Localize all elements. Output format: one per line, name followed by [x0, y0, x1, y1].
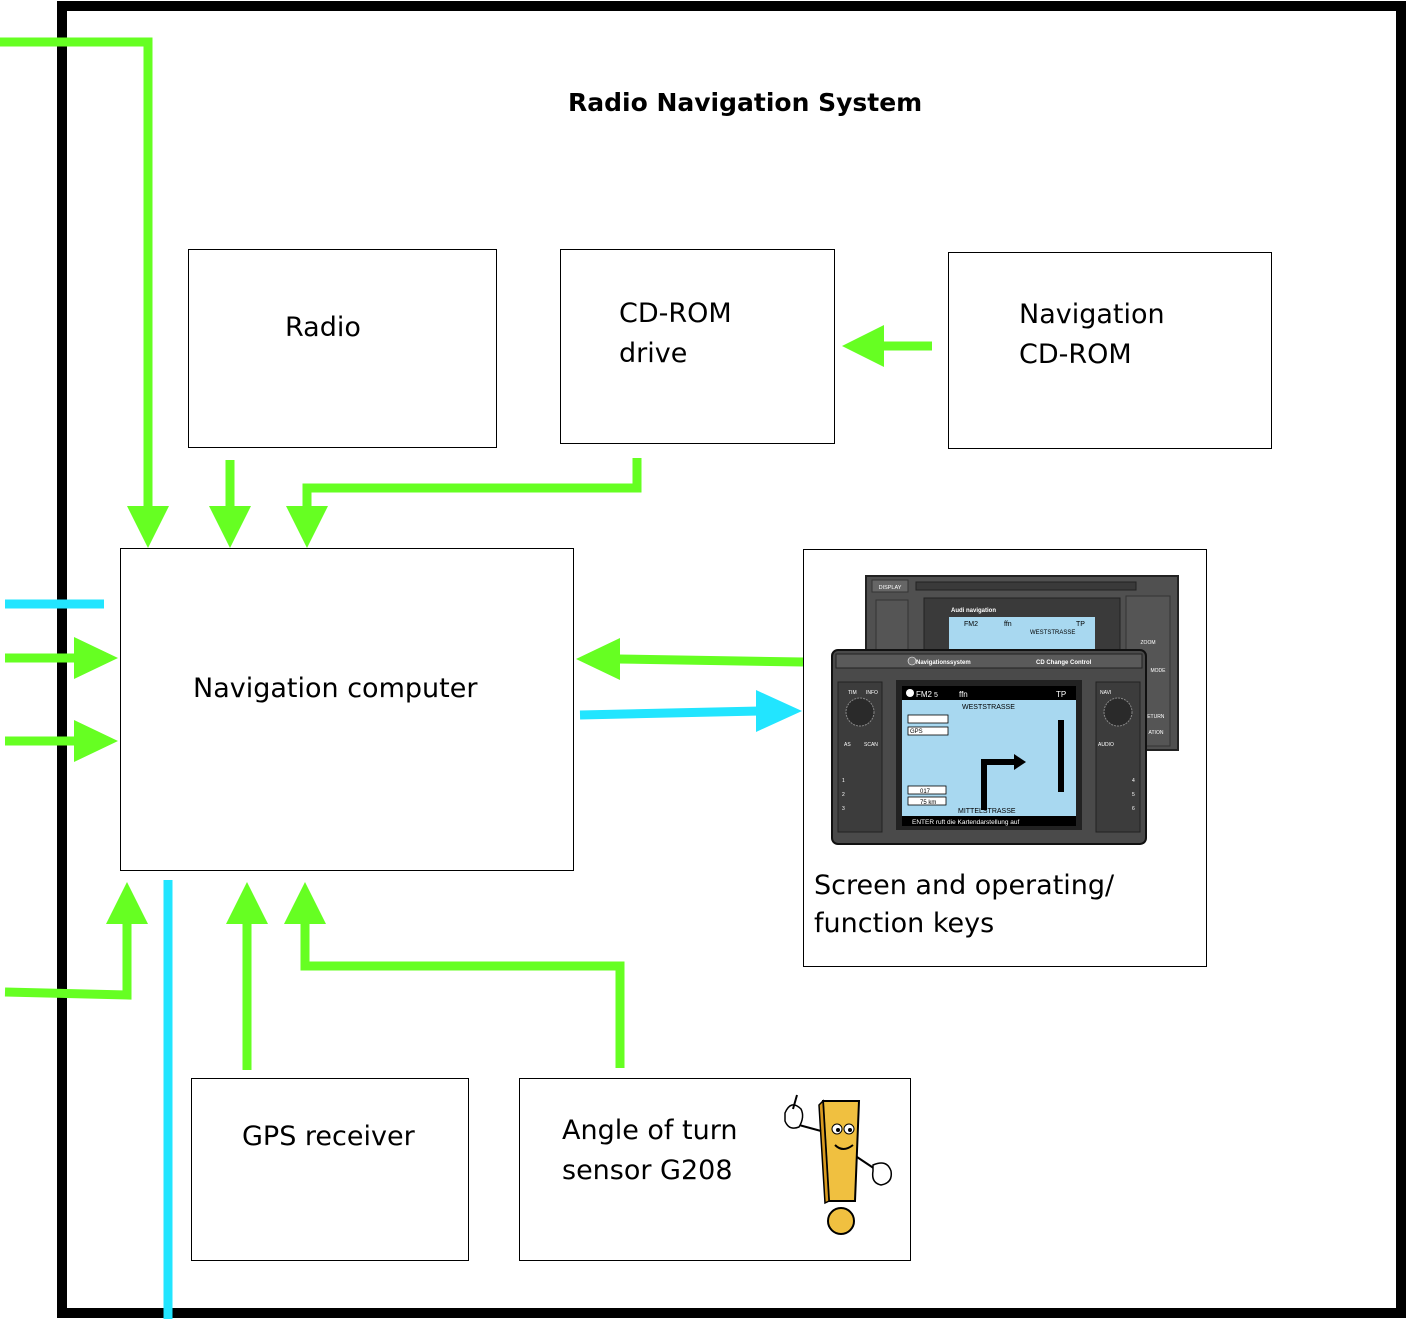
- gps-receiver-block: GPS receiver: [191, 1078, 469, 1261]
- angle-sensor-label-line2: sensor G208: [562, 1155, 733, 1186]
- svg-text:INFO: INFO: [866, 690, 878, 696]
- back-mode-key: MODE: [1151, 668, 1167, 674]
- navigation-cdrom-label-line2: CD-ROM: [1019, 339, 1132, 370]
- cdrom-to-computer-line: [302, 458, 642, 510]
- front-cd-control: CD Change Control: [1036, 660, 1092, 666]
- cdrom-drive-label-line1: CD-ROM: [619, 298, 732, 329]
- svg-text:AS: AS: [844, 742, 851, 748]
- screen-arrowhead: [576, 638, 620, 680]
- cdrom-drive-label-line2: drive: [619, 338, 688, 369]
- svg-text:ffn: ffn: [1004, 621, 1012, 628]
- svg-text:NAVI: NAVI: [1100, 690, 1111, 696]
- svg-text:1: 1: [842, 778, 845, 784]
- angle-sensor-block: Angle of turn sensor G208: [519, 1078, 911, 1261]
- navcd-arrowhead: [842, 325, 884, 367]
- radio-block: Radio: [188, 249, 497, 448]
- svg-text:WESTSTRASSE: WESTSTRASSE: [1030, 630, 1075, 636]
- navigation-computer-block: Navigation computer: [120, 548, 574, 871]
- cdrom-arrowhead: [286, 506, 328, 548]
- radio-label: Radio: [285, 312, 361, 343]
- radio-arrowhead: [209, 506, 251, 548]
- sensor-to-computer-line: [300, 920, 625, 1068]
- svg-text:MITTELSTRASSE: MITTELSTRASSE: [958, 808, 1016, 815]
- back-brand: Audi navigation: [951, 608, 996, 614]
- radio-navigation-unit-illustration: DISPLAY Audi navigation FM2 ffn TP WESTS…: [831, 575, 1179, 845]
- svg-text:FM2: FM2: [916, 690, 933, 699]
- side-input-2-arrowhead: [74, 720, 118, 762]
- svg-text:6: 6: [1132, 806, 1135, 812]
- front-panel: Navigationssystem CD Change Control TIM …: [831, 649, 1147, 845]
- right-rotary-knob: [1103, 697, 1133, 727]
- navigation-computer-label: Navigation computer: [193, 673, 478, 704]
- svg-text:75 km: 75 km: [920, 800, 936, 806]
- svg-text:TIM: TIM: [848, 690, 857, 696]
- svg-text:2: 2: [842, 792, 845, 798]
- gps-receiver-label: GPS receiver: [242, 1121, 415, 1152]
- side-input-1-arrowhead: [74, 637, 118, 679]
- angle-sensor-label-line1: Angle of turn: [562, 1115, 738, 1146]
- back-return-key: RETURN: [1144, 714, 1165, 720]
- svg-text:AUDIO: AUDIO: [1098, 742, 1114, 748]
- back-display-key: DISPLAY: [879, 585, 902, 591]
- back-station-key: ATION: [1149, 730, 1164, 736]
- svg-text:SCAN: SCAN: [864, 742, 878, 748]
- svg-text:5: 5: [934, 692, 938, 699]
- back-zoom-key: ZOOM: [1141, 640, 1156, 646]
- svg-text:TP: TP: [1076, 621, 1085, 628]
- cdrom-drive-block: CD-ROM drive: [560, 249, 835, 444]
- side-input-3-arrowhead: [106, 882, 148, 924]
- front-status-line: ENTER ruft die Kartendarstellung auf: [912, 819, 1019, 826]
- svg-text:FM2: FM2: [964, 621, 978, 628]
- svg-text:4: 4: [1132, 778, 1135, 784]
- external-input-arrowhead: [127, 506, 169, 548]
- navigation-cdrom-label-line1: Navigation: [1019, 299, 1165, 330]
- screen-to-computer-line: [617, 654, 804, 667]
- gps-arrowhead: [226, 882, 268, 924]
- computer-to-screen-line: [579, 706, 761, 720]
- front-brand: Navigationssystem: [916, 660, 971, 666]
- computer-to-screen-arrowhead: [756, 690, 802, 732]
- screen-keys-block: Screen and operating/ function keys DISP…: [803, 549, 1207, 967]
- svg-text:TP: TP: [1056, 690, 1066, 699]
- left-rotary-knob: [845, 697, 875, 727]
- svg-text:5: 5: [1132, 792, 1135, 798]
- turn-arrow: [981, 759, 1016, 810]
- sensor-arrowhead: [284, 882, 326, 924]
- svg-text:GPS: GPS: [910, 729, 923, 735]
- screen-keys-label-line1: Screen and operating/: [814, 870, 1115, 901]
- svg-text:WESTSTRASSE: WESTSTRASSE: [962, 704, 1015, 711]
- svg-text:017: 017: [920, 789, 931, 795]
- screen-keys-label-line2: function keys: [814, 908, 995, 939]
- side-input-3-line: [4, 920, 132, 1000]
- external-input-arrow-line: [0, 37, 153, 510]
- svg-text:ffn: ffn: [959, 690, 968, 699]
- exclamation-mascot-icon: [784, 1094, 893, 1235]
- svg-text:3: 3: [842, 806, 845, 812]
- diagram-title: Radio Navigation System: [568, 88, 923, 117]
- navigation-cdrom-block: Navigation CD-ROM: [948, 252, 1272, 449]
